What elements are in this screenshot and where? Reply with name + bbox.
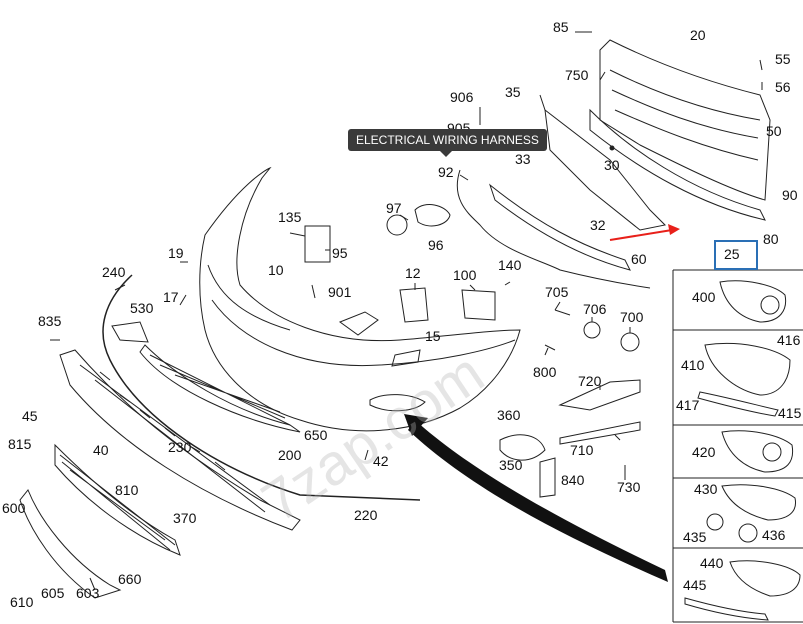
label-650[interactable]: 650: [304, 427, 328, 443]
label-95[interactable]: 95: [332, 245, 348, 261]
label-600[interactable]: 600: [2, 500, 26, 516]
label-85[interactable]: 85: [553, 19, 569, 35]
label-906[interactable]: 906: [450, 89, 474, 105]
label-610[interactable]: 610: [10, 594, 34, 610]
label-835[interactable]: 835: [38, 313, 62, 329]
label-660[interactable]: 660: [118, 571, 142, 587]
label-15[interactable]: 15: [425, 328, 441, 344]
bracket-12: [399, 287, 429, 323]
label-810[interactable]: 810: [115, 482, 139, 498]
strip-710: [559, 421, 641, 445]
label-400[interactable]: 400: [692, 289, 716, 305]
label-370[interactable]: 370: [173, 510, 197, 526]
label-445[interactable]: 445: [683, 577, 707, 593]
label-430[interactable]: 430: [694, 481, 718, 497]
trim-strip: [102, 274, 421, 501]
label-220[interactable]: 220: [354, 507, 378, 523]
label-603[interactable]: 603: [76, 585, 100, 601]
pointer-arrow-black: [408, 420, 668, 582]
label-19[interactable]: 19: [168, 245, 184, 261]
bezel-400: [719, 280, 787, 323]
label-530[interactable]: 530: [130, 300, 154, 316]
module-95: [304, 225, 331, 263]
label-140[interactable]: 140: [498, 257, 522, 273]
label-40[interactable]: 40: [93, 442, 109, 458]
label-33[interactable]: 33: [515, 151, 531, 167]
harness-92: [456, 169, 651, 289]
label-360[interactable]: 360: [497, 407, 521, 423]
label-35[interactable]: 35: [505, 84, 521, 100]
label-17[interactable]: 17: [163, 289, 179, 305]
label-50[interactable]: 50: [766, 123, 782, 139]
label-20[interactable]: 20: [690, 27, 706, 43]
fog-360: [499, 434, 546, 461]
bracket-100: [461, 289, 496, 321]
bumper-beam: [599, 39, 771, 201]
label-705[interactable]: 705: [545, 284, 569, 300]
label-97[interactable]: 97: [386, 200, 402, 216]
bezel-440: [729, 560, 801, 597]
label-417[interactable]: 417: [676, 397, 700, 413]
label-30[interactable]: 30: [604, 157, 620, 173]
label-730[interactable]: 730: [617, 479, 641, 495]
bezel-430: [721, 484, 797, 521]
mounting-bracket: [544, 108, 667, 231]
label-416[interactable]: 416: [777, 332, 801, 348]
label-815[interactable]: 815: [8, 436, 32, 452]
rail-60: [488, 183, 631, 271]
label-80[interactable]: 80: [763, 231, 779, 247]
label-436[interactable]: 436: [762, 527, 786, 543]
label-415[interactable]: 415: [778, 405, 802, 421]
label-901[interactable]: 901: [328, 284, 352, 300]
bezel-420: [721, 430, 794, 473]
bracket-720: [558, 379, 641, 411]
label-45[interactable]: 45: [22, 408, 38, 424]
rail-30: [589, 108, 766, 221]
label-12[interactable]: 12: [405, 265, 421, 281]
label-420[interactable]: 420: [692, 444, 716, 460]
label-605[interactable]: 605: [41, 585, 65, 601]
label-42[interactable]: 42: [373, 453, 389, 469]
label-135[interactable]: 135: [278, 209, 302, 225]
insert-840: [539, 457, 556, 498]
bumper-cover: [199, 166, 521, 432]
label-96[interactable]: 96: [428, 237, 444, 253]
highlight-box-25: [714, 240, 758, 270]
label-700[interactable]: 700: [620, 309, 644, 325]
tooltip: ELECTRICAL WIRING HARNESS: [348, 129, 547, 157]
label-840[interactable]: 840: [561, 472, 585, 488]
label-100[interactable]: 100: [453, 267, 477, 283]
pointer-arrow-red: [609, 229, 673, 241]
label-435[interactable]: 435: [683, 529, 707, 545]
sensor-bracket-96: [414, 204, 451, 227]
side-grille-530: [111, 321, 149, 343]
label-230[interactable]: 230: [168, 439, 192, 455]
label-800[interactable]: 800: [533, 364, 557, 380]
license-plate-holder: [19, 489, 122, 599]
lower-grille: [139, 344, 301, 433]
label-90[interactable]: 90: [782, 187, 798, 203]
label-706[interactable]: 706: [583, 301, 607, 317]
label-710[interactable]: 710: [570, 442, 594, 458]
bezel-410: [704, 342, 791, 396]
label-440[interactable]: 440: [700, 555, 724, 571]
label-55[interactable]: 55: [775, 51, 791, 67]
label-60[interactable]: 60: [631, 251, 647, 267]
label-92[interactable]: 92: [438, 164, 454, 180]
label-200[interactable]: 200: [278, 447, 302, 463]
label-750[interactable]: 750: [565, 67, 589, 83]
label-32[interactable]: 32: [590, 217, 606, 233]
label-10[interactable]: 10: [268, 262, 284, 278]
label-240[interactable]: 240: [102, 264, 126, 280]
label-410[interactable]: 410: [681, 357, 705, 373]
label-720[interactable]: 720: [578, 373, 602, 389]
label-56[interactable]: 56: [775, 79, 791, 95]
label-350[interactable]: 350: [499, 457, 523, 473]
label-25[interactable]: 25: [724, 246, 740, 262]
